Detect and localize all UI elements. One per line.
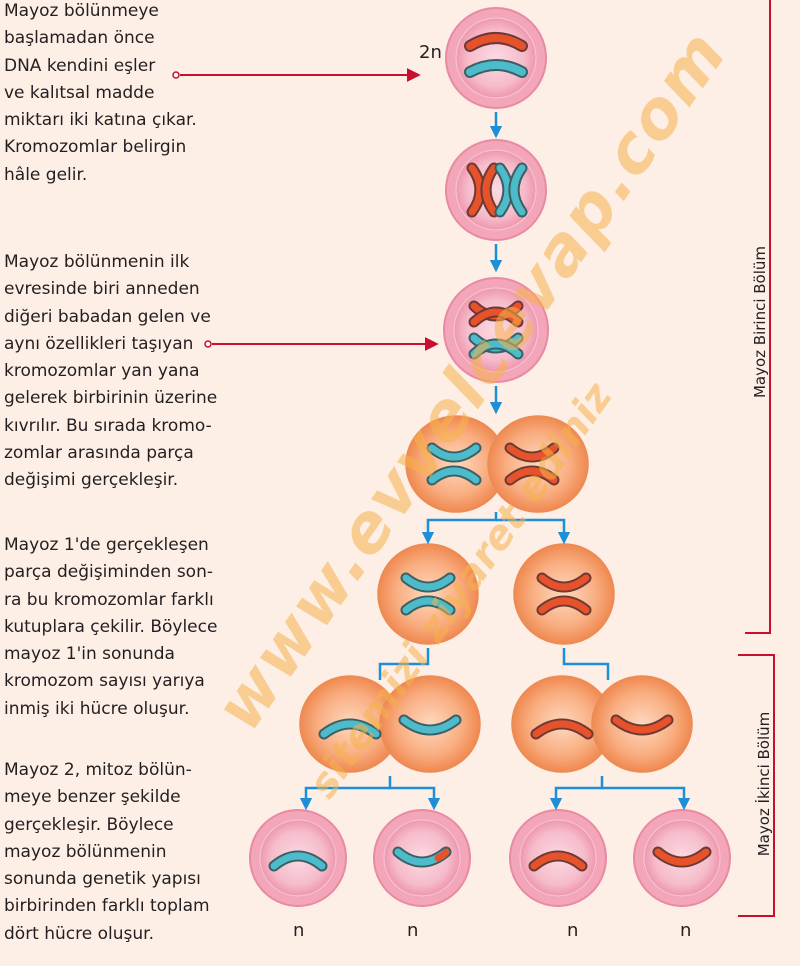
daughter-cell-3 xyxy=(509,809,607,907)
text-line: mayoz bölünmenin xyxy=(4,841,167,862)
description-paragraph-3: Mayoz 1'de gerçekleşen parça değişiminde… xyxy=(4,532,217,723)
text-line: değişimi gerçekleşir. xyxy=(4,470,179,491)
label-2n: 2n xyxy=(419,42,442,63)
text-line: başlamadan önce xyxy=(4,28,155,49)
text-line: kutuplara çekilir. Böylece xyxy=(4,616,218,637)
text-line: parça değişiminden son- xyxy=(4,562,213,583)
text-line: gelerek birbirinin üzerine xyxy=(4,388,218,409)
pointer-arrow-1 xyxy=(172,68,421,82)
text-line: evresinde biri anneden xyxy=(4,279,200,300)
text-line: kromozomlar yan yana xyxy=(4,361,200,382)
text-line: gerçekleşir. Böylece xyxy=(4,814,174,835)
pointer-arrow-2 xyxy=(204,337,439,351)
text-line: Mayoz bölünmeye xyxy=(4,1,159,21)
text-line: zomlar arasında parça xyxy=(4,443,194,464)
text-line: Mayoz 1'de gerçekleşen xyxy=(4,535,209,555)
text-line: hâle gelir. xyxy=(4,164,88,185)
text-line: diğeri babadan gelen ve xyxy=(4,306,211,327)
text-line: miktarı iki katına çıkar. xyxy=(4,110,197,131)
daughter-cell-2 xyxy=(373,809,471,907)
label-n-3: n xyxy=(567,920,578,941)
text-line: kıvrılır. Bu sırada kromo- xyxy=(4,415,212,436)
text-line: Mayoz 2, mitoz bölün- xyxy=(4,760,192,780)
text-line: DNA kendini eşler xyxy=(4,55,156,76)
text-line: meye benzer şekilde xyxy=(4,787,181,808)
cell-crossing-over xyxy=(443,277,549,383)
description-paragraph-1: Mayoz bölünmeye başlamadan önce DNA kend… xyxy=(4,0,197,189)
description-paragraph-4: Mayoz 2, mitoz bölün- meye benzer şekild… xyxy=(4,757,210,948)
text-line: aynı özellikleri taşıyan xyxy=(4,333,194,354)
label-phase-2: Mayoz İkinci Bölüm xyxy=(755,711,773,857)
cell-replicated xyxy=(445,139,547,241)
text-line: sonunda genetik yapısı xyxy=(4,869,201,890)
label-n-2: n xyxy=(407,920,418,941)
text-line: dört hücre oluşur. xyxy=(4,923,154,944)
cell-meiosis2-dividing-right xyxy=(511,675,693,773)
bracket-phase-2 xyxy=(738,654,775,917)
text-line: mayoz 1'in sonunda xyxy=(4,644,175,665)
text-line: ra bu kromozomlar farklı xyxy=(4,589,214,610)
text-line: birbirinden farklı toplam xyxy=(4,896,210,917)
label-n-1: n xyxy=(293,920,304,941)
label-phase-1: Mayoz Birinci Bölüm xyxy=(751,245,769,399)
flow-arrows xyxy=(299,112,691,811)
cell-meiosis1-right xyxy=(513,543,615,645)
text-line: kromozom sayısı yarıya xyxy=(4,671,205,692)
cell-meiosis1-left xyxy=(377,543,479,645)
daughter-cell-4 xyxy=(633,809,731,907)
cell-meiosis1-dividing xyxy=(405,415,589,513)
cell-interphase xyxy=(445,7,547,109)
cell-meiosis2-dividing-left xyxy=(299,675,481,773)
text-line: ve kalıtsal madde xyxy=(4,82,155,103)
text-line: Kromozomlar belirgin xyxy=(4,137,187,158)
label-n-4: n xyxy=(680,920,691,941)
bracket-phase-1 xyxy=(745,0,771,634)
text-line: inmiş iki hücre oluşur. xyxy=(4,698,190,719)
description-paragraph-2: Mayoz bölünmenin ilk evresinde biri anne… xyxy=(4,249,217,495)
daughter-cell-1 xyxy=(249,809,347,907)
text-line: Mayoz bölünmenin ilk xyxy=(4,252,190,272)
